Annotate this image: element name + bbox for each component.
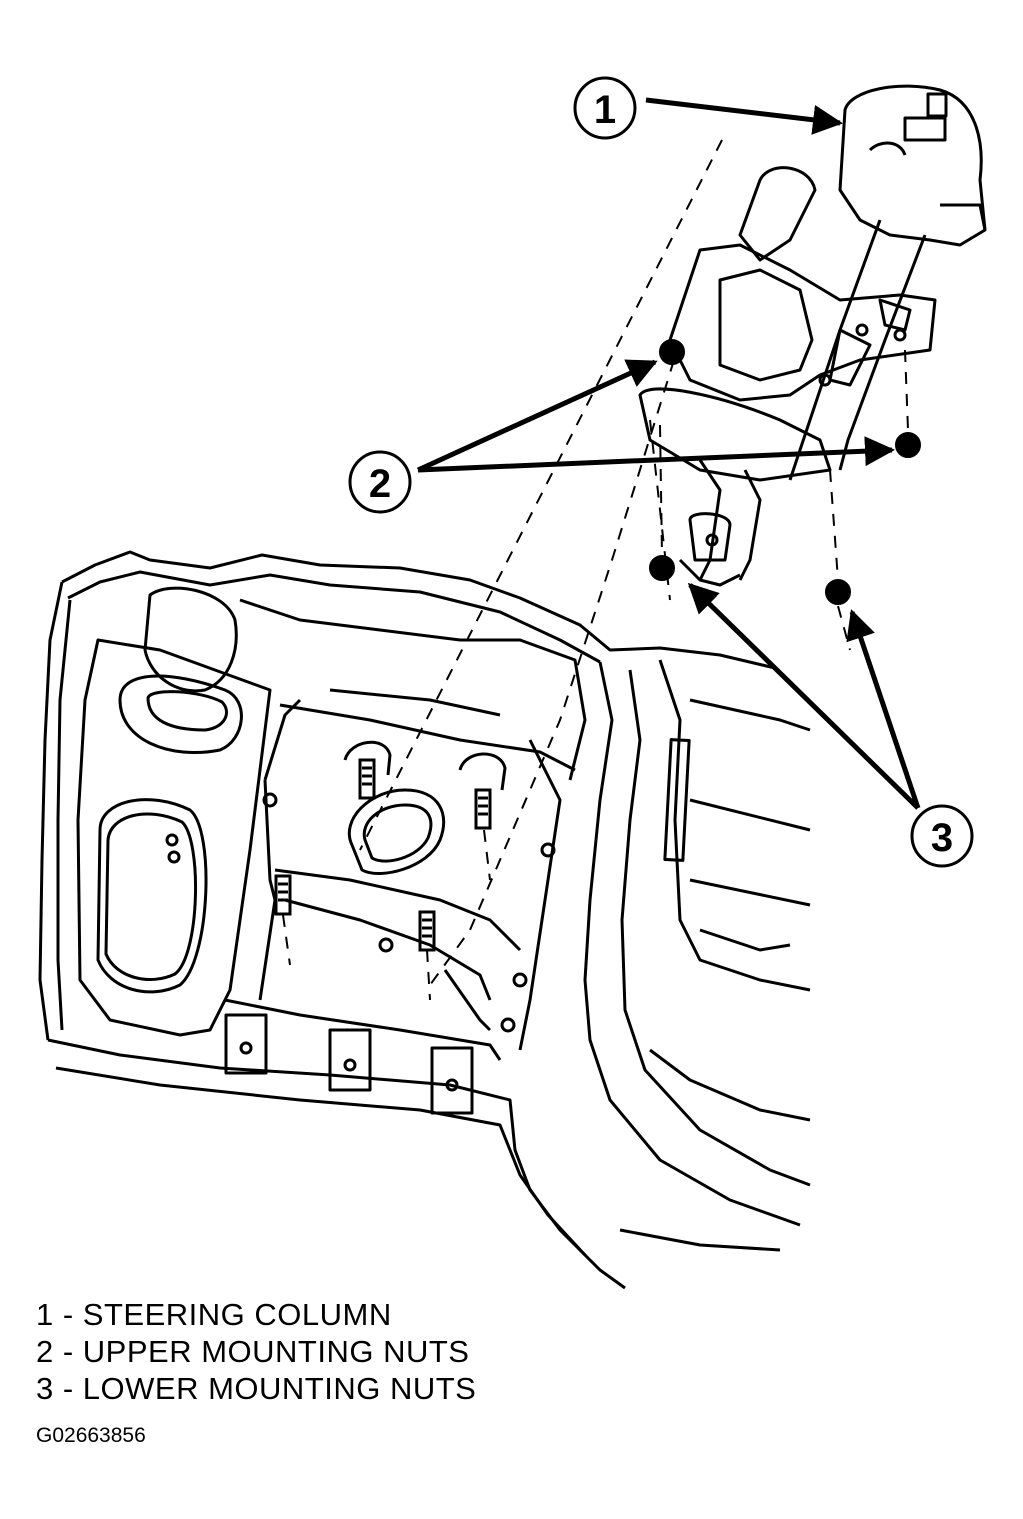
figure-id: G02663856 [36, 1424, 146, 1447]
callout-1: 1 [573, 76, 843, 140]
steering-column-illustration: 1 2 3 [38, 76, 987, 1290]
svg-text:3: 3 [931, 816, 953, 860]
legend-item-lower-mounting-nuts: 3 - LOWER MOUNTING NUTS [36, 1371, 477, 1406]
legend-item-upper-mounting-nuts: 2 - UPPER MOUNTING NUTS [36, 1334, 470, 1369]
callout-1-leader [645, 97, 843, 135]
svg-text:2: 2 [369, 462, 391, 506]
callout-3-leader-b [846, 609, 921, 809]
left-trim-panel [76, 586, 272, 1037]
svg-text:1: 1 [594, 88, 616, 132]
callout-3-leader-a [687, 582, 920, 810]
callout-2-leader-b [417, 436, 895, 473]
callout-2-leader-a [416, 359, 658, 473]
steering-column [638, 84, 987, 587]
alignment-lines [282, 139, 909, 1001]
instrument-panel-frame [38, 550, 811, 1290]
mounting-studs [274, 758, 492, 1032]
callout-2: 2 [348, 359, 895, 514]
legend: 1 - STEERING COLUMN 2 - UPPER MOUNTING N… [36, 1296, 476, 1407]
column-mounting-bracket [224, 598, 587, 1115]
upper-mounting-nuts [659, 339, 921, 458]
callout-3: 3 [687, 582, 974, 868]
legend-item-steering-column: 1 - STEERING COLUMN [36, 1297, 392, 1332]
